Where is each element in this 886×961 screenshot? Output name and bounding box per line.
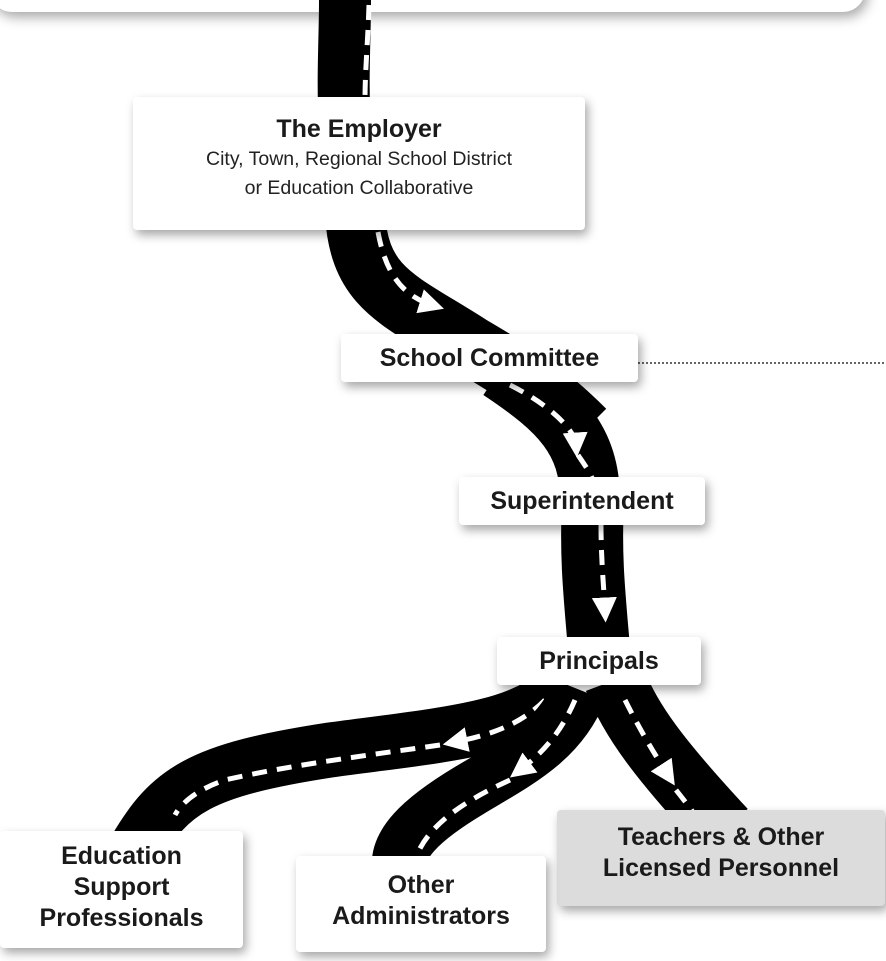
- lane-principals-to-teachers: [622, 698, 675, 786]
- lane-principals-to-esp: [442, 698, 547, 752]
- lane-principals-to-other-admin: [510, 699, 578, 778]
- lane-principals-to-other-admin-lower: [412, 777, 512, 861]
- node-principals: Principals: [497, 637, 701, 685]
- school-committee-label: School Committee: [379, 344, 600, 372]
- superintendent-label: Superintendent: [490, 487, 674, 515]
- employer-subtitle-line1: City, Town, Regional School District: [206, 148, 512, 170]
- lane-superintendent-to-principals: [591, 524, 617, 623]
- employer-title: The Employer: [276, 115, 442, 143]
- node-esp: Education Support Professionals: [0, 831, 243, 948]
- esp-label-line3: Professionals: [39, 904, 204, 932]
- principals-label: Principals: [539, 647, 659, 675]
- node-superintendent: Superintendent: [459, 477, 705, 525]
- road-principals-to-esp: [111, 669, 580, 865]
- other-admin-label-line1: Other: [387, 871, 455, 899]
- node-school-committee: School Committee: [341, 334, 638, 382]
- esp-label-line1: Education: [61, 842, 182, 870]
- teachers-label-line1: Teachers & Other: [617, 823, 825, 851]
- lane-principals-to-esp-lower: [172, 742, 441, 817]
- node-teachers: Teachers & Other Licensed Personnel: [557, 810, 885, 906]
- esp-label-line2: Support: [73, 873, 170, 901]
- road-principals-to-teachers: [585, 668, 748, 852]
- node-employer: The Employer City, Town, Regional School…: [133, 97, 585, 230]
- top-box-shadow: [0, 0, 863, 12]
- node-other-administrators: Other Administrators: [296, 856, 546, 952]
- other-admin-label-line2: Administrators: [332, 902, 510, 930]
- lane-employer-to-committee: [375, 231, 444, 314]
- employer-subtitle-line2: or Education Collaborative: [244, 177, 474, 199]
- lane-top-to-employer: [362, 4, 372, 101]
- lane-committee-to-superintendent: [508, 382, 588, 458]
- teachers-label-line2: Licensed Personnel: [602, 854, 840, 882]
